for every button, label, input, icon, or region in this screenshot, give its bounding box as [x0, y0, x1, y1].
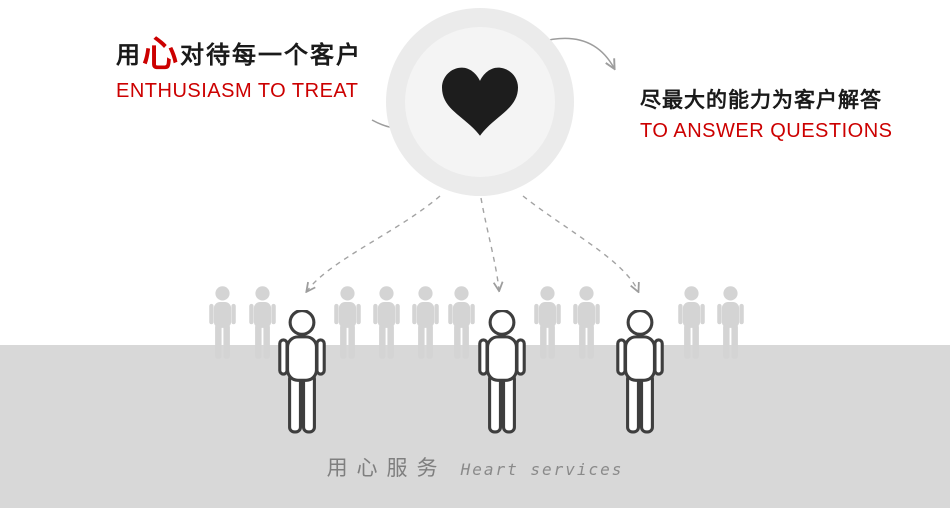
person-silhouette — [329, 286, 366, 360]
caption-cn: 用心服务 — [326, 457, 447, 480]
left-tagline: 用心对待每一个客户 ENTHUSIASM TO TREAT — [116, 34, 362, 103]
right-tagline-en: TO ANSWER QUESTIONS — [640, 120, 893, 142]
person-silhouette — [204, 286, 241, 360]
right-tagline: 尽最大的能力为客户解答 TO ANSWER QUESTIONS — [640, 86, 893, 143]
floor-band — [0, 345, 950, 508]
dashed-arrow-right-icon — [522, 195, 638, 291]
heart-icon — [442, 67, 518, 136]
person-silhouette — [712, 286, 749, 360]
heart-circle — [386, 8, 574, 196]
person-silhouette — [568, 286, 605, 360]
person-silhouette — [529, 286, 566, 360]
left-cn-suffix: 对待每一个客户 — [180, 42, 363, 69]
left-cn-prefix: 用 — [116, 42, 142, 69]
right-tagline-cn: 尽最大的能力为客户解答 — [640, 89, 882, 112]
person-figure — [271, 310, 333, 434]
left-tagline-cn: 用心对待每一个客户 — [116, 34, 362, 76]
person-figure — [609, 310, 671, 434]
person-figure — [471, 310, 533, 434]
dashed-arrow-center-icon — [480, 197, 499, 290]
heart-circle-inner — [405, 27, 555, 177]
person-silhouette — [673, 286, 710, 360]
person-silhouette — [407, 286, 444, 360]
caption: 用心服务 Heart services — [0, 452, 950, 482]
dashed-arrow-left-icon — [307, 195, 441, 291]
caption-en: Heart services — [460, 460, 624, 479]
person-silhouette — [368, 286, 405, 360]
left-tagline-en: ENTHUSIASM TO TREAT — [116, 80, 359, 102]
left-cn-heart-char: 心 — [142, 33, 181, 74]
